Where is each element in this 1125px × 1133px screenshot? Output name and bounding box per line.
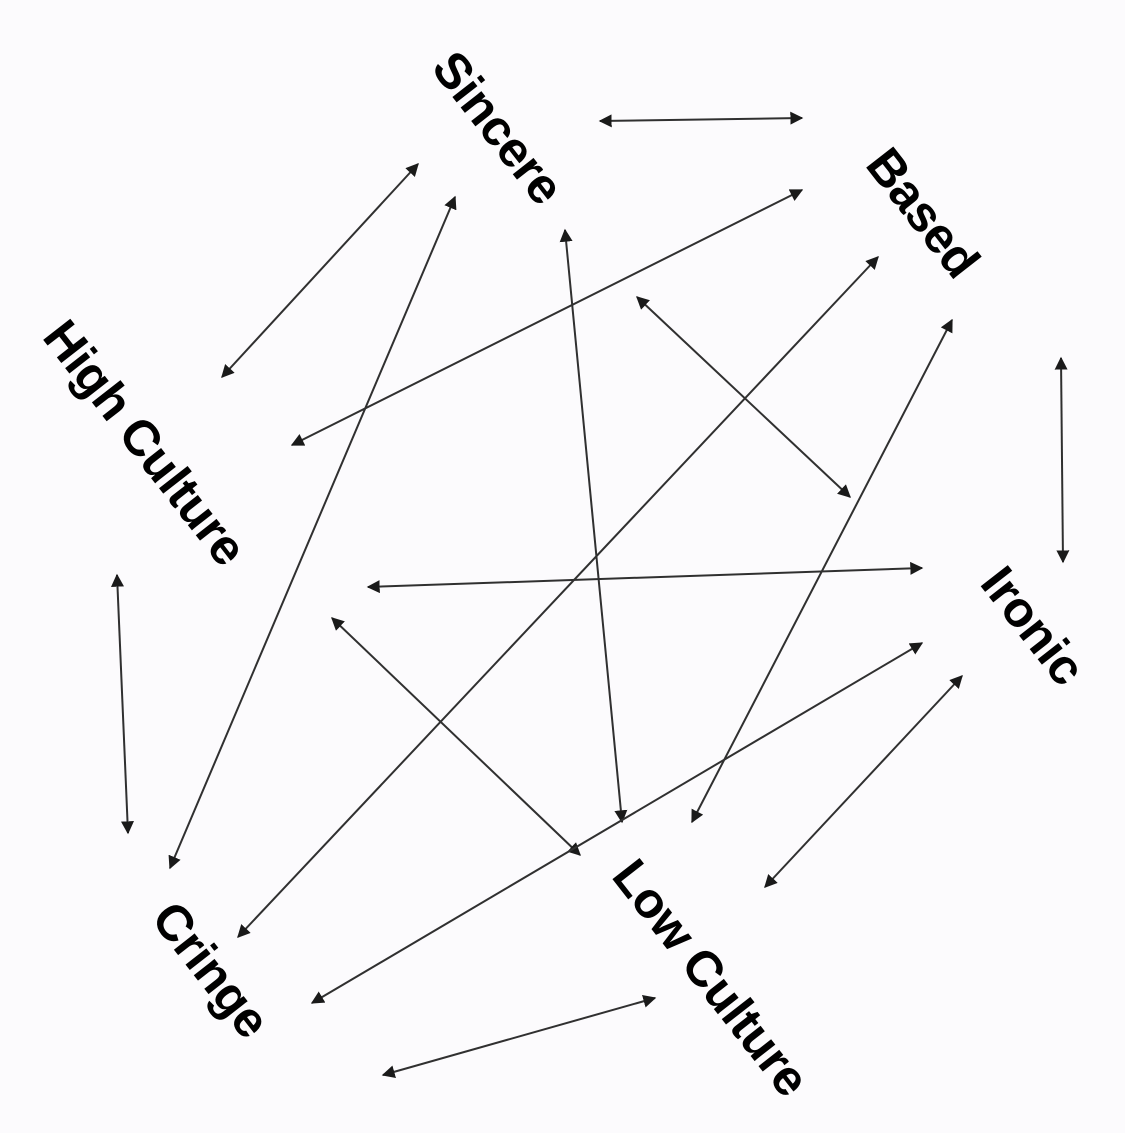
edge-high-culture-to-ironic xyxy=(366,561,924,594)
edge-sincere-to-based xyxy=(598,111,804,128)
labels-layer: Sincere Based Ironic Low Culture Cringe … xyxy=(32,41,1096,1107)
node-label-low-culture: Low Culture xyxy=(602,849,821,1107)
edge-ironic-to-cringe xyxy=(310,642,924,1004)
edge-cringe-to-high-culture xyxy=(111,573,134,835)
edge-sincere-to-low-culture xyxy=(559,228,628,824)
node-label-based: Based xyxy=(855,137,990,288)
edge-high-culture-to-based xyxy=(290,189,804,446)
edge-low-culture-to-cringe xyxy=(381,994,657,1079)
edge-ironic-to-low-culture xyxy=(764,675,963,888)
edge-based-to-ironic xyxy=(1054,356,1070,564)
edge-high-culture-to-low-culture xyxy=(331,617,581,856)
edge-sincere-to-ironic xyxy=(636,296,851,498)
edges-layer xyxy=(111,111,1070,1079)
node-label-ironic: Ironic xyxy=(970,556,1096,695)
node-label-high-culture: High Culture xyxy=(32,310,257,576)
edge-based-to-low-culture xyxy=(691,318,953,824)
node-label-sincere: Sincere xyxy=(421,41,574,215)
edge-high-culture-to-sincere xyxy=(221,163,419,378)
